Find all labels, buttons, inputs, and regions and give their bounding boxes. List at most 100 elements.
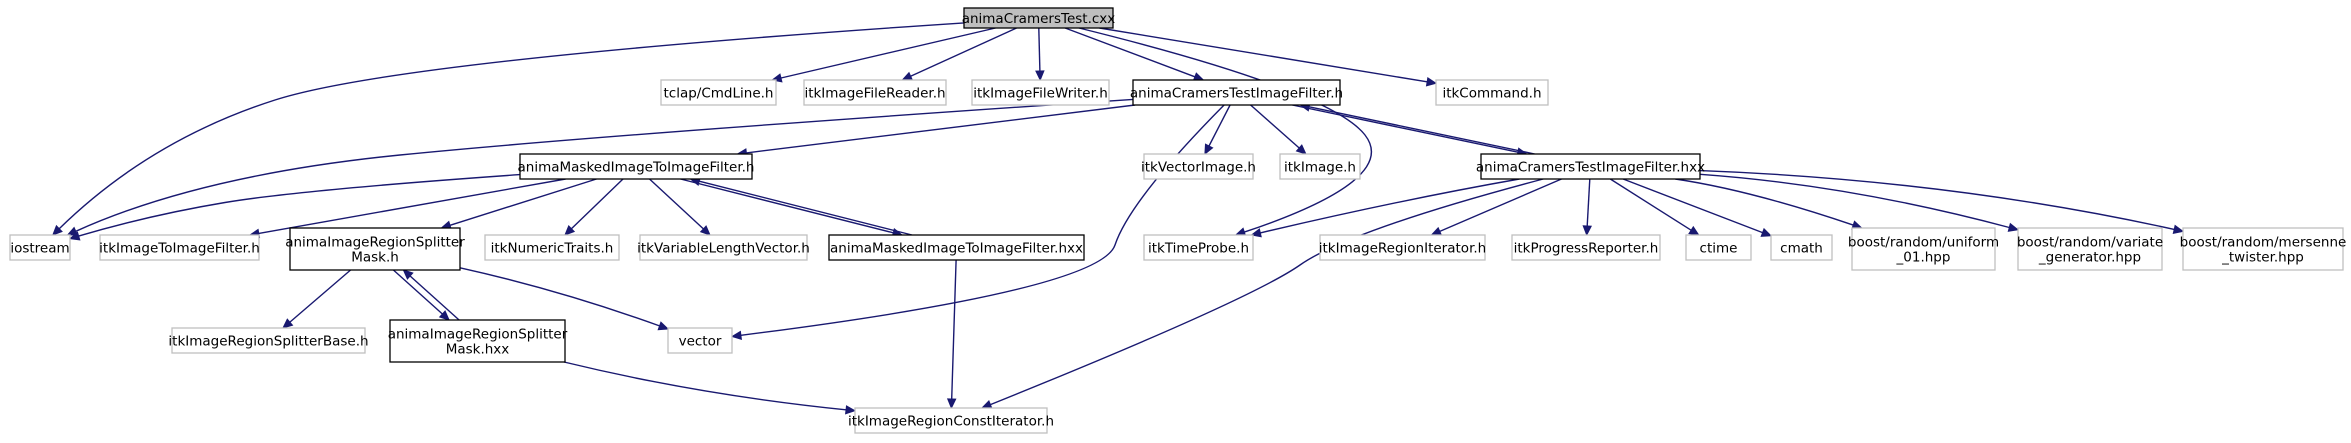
edge-line	[75, 98, 1134, 232]
node-label: itkCommand.h	[1442, 86, 1541, 102]
node-label: itkProgressReporter.h	[1514, 241, 1659, 257]
edge-line	[780, 27, 996, 79]
edge-line	[1675, 178, 1854, 226]
node-box	[1851, 227, 1996, 271]
node-label: animaImageRegionSplitter	[388, 327, 568, 343]
edge-line	[258, 178, 566, 235]
edge-line	[990, 178, 1544, 406]
edge-splitterhxx-to-constiter	[563, 361, 857, 415]
node-masked[interactable]: animaMaskedImageToImageFilter.h	[518, 153, 755, 180]
node-box	[171, 327, 366, 354]
node-varlen: itkVariableLengthVector.h	[637, 234, 810, 261]
edge-root-to-itkcmd	[1099, 27, 1438, 87]
edge-ctfhxx-to-regioniter	[1430, 178, 1562, 236]
node-cmath: cmath	[1770, 234, 1833, 261]
node-box	[99, 234, 260, 261]
edge-line	[910, 27, 1017, 77]
edge-ctfh-to-vector	[730, 104, 1225, 340]
node-box	[803, 79, 947, 106]
edge-arrowhead	[282, 318, 294, 329]
node-writer: itkImageFileWriter.h	[971, 79, 1110, 106]
edge-line	[563, 361, 847, 411]
edge-arrowhead	[1204, 143, 1214, 156]
edge-arrowhead	[845, 405, 857, 415]
edge-ctfhxx-to-variate	[1699, 173, 2020, 232]
node-cmdline: tclap/CmdLine.h	[660, 79, 777, 106]
edge-arrowhead	[68, 231, 81, 241]
node-variate: boost/random/variate_generator.hpp	[2017, 227, 2163, 271]
edge-root-to-iostream	[51, 22, 965, 236]
edge-arrowhead	[1250, 228, 1262, 238]
node-label: itkImageToImageFilter.h	[99, 241, 260, 257]
edge-arrowhead	[1430, 226, 1443, 236]
node-box	[828, 234, 1085, 261]
node-label: animaCramersTestImageFilter.h	[1130, 86, 1343, 102]
node-box	[1480, 153, 1701, 180]
edge-line	[1208, 104, 1231, 147]
node-iostream: iostream	[9, 234, 71, 261]
node-label: _01.hpp	[1896, 250, 1951, 266]
edge-ctfh-to-iostream	[66, 98, 1134, 236]
edge-line	[1099, 27, 1428, 83]
node-maskedhxx[interactable]: animaMaskedImageToImageFilter.hxx	[828, 234, 1085, 261]
edge-arrowhead	[1760, 227, 1773, 237]
edge-root-to-writer	[1035, 27, 1045, 82]
edge-masked-to-varlen	[649, 178, 711, 236]
edge-line	[459, 267, 660, 327]
node-box	[2017, 227, 2163, 271]
node-ctfh[interactable]: animaCramersTestImageFilter.h	[1130, 79, 1343, 106]
edge-arrowhead	[1582, 225, 1592, 237]
node-box	[971, 79, 1110, 106]
edge-splitterh-to-splitterbase	[282, 269, 352, 329]
edge-root-to-timeprobe	[1078, 27, 1373, 237]
node-label: iostream	[10, 241, 69, 257]
edge-ctfh-to-vecimg	[1204, 104, 1231, 156]
edge-masked-to-numtraits	[564, 178, 624, 236]
edge-line	[699, 180, 913, 236]
edge-line	[392, 269, 443, 315]
edge-arrowhead	[2172, 224, 2185, 234]
edge-line	[58, 22, 965, 230]
node-root[interactable]: animaCramersTest.cxx	[962, 7, 1116, 29]
edge-ctfhxx-to-constiter	[980, 178, 1544, 409]
edge-arrowhead	[1688, 225, 1700, 236]
node-box	[667, 327, 733, 354]
edge-line	[1064, 27, 1196, 78]
edge-ctfhxx-to-mersenne	[1699, 169, 2185, 234]
edge-line	[78, 173, 521, 237]
edge-arrowhead	[564, 224, 576, 236]
node-mersenne: boost/random/mersenne_twister.hpp	[2180, 227, 2346, 271]
node-label: _twister.hpp	[2221, 250, 2304, 266]
node-box	[963, 7, 1114, 29]
node-vecimg: itkVectorImage.h	[1141, 153, 1256, 180]
edge-masked-to-maskedhxx	[680, 178, 904, 238]
node-itkimg: itkImage.h	[1279, 153, 1361, 180]
node-regioniter: itkImageRegionIterator.h	[1319, 234, 1486, 261]
edge-ctfhxx-to-cmath	[1622, 178, 1773, 237]
node-box	[484, 234, 620, 261]
node-box	[1143, 234, 1254, 261]
node-label: vector	[679, 334, 722, 350]
edge-line	[951, 259, 957, 400]
node-box	[1511, 234, 1661, 261]
edge-line	[1699, 169, 2175, 231]
node-label: animaMaskedImageToImageFilter.h	[518, 160, 755, 176]
edge-arrowhead	[1425, 77, 1438, 87]
node-box	[519, 153, 753, 180]
edge-arrowhead	[51, 224, 63, 236]
edge-line	[1586, 178, 1591, 227]
node-label: itkVectorImage.h	[1141, 160, 1256, 176]
node-box	[389, 319, 566, 363]
edge-line	[680, 178, 894, 234]
node-label: boost/random/variate	[2017, 235, 2163, 251]
edge-ctfh-to-ctfhxx	[1292, 104, 1528, 157]
edge-masked-to-iostream	[68, 173, 521, 241]
node-numtraits: itkNumericTraits.h	[484, 234, 620, 261]
nodes-layer: animaCramersTest.cxx iostream tclap/CmdLin…	[9, 7, 2346, 434]
node-vector: vector	[667, 327, 733, 354]
node-ctfhxx[interactable]: animaCramersTestImageFilter.hxx	[1476, 153, 1705, 180]
node-box	[1770, 234, 1833, 261]
edge-line	[1250, 104, 1300, 149]
